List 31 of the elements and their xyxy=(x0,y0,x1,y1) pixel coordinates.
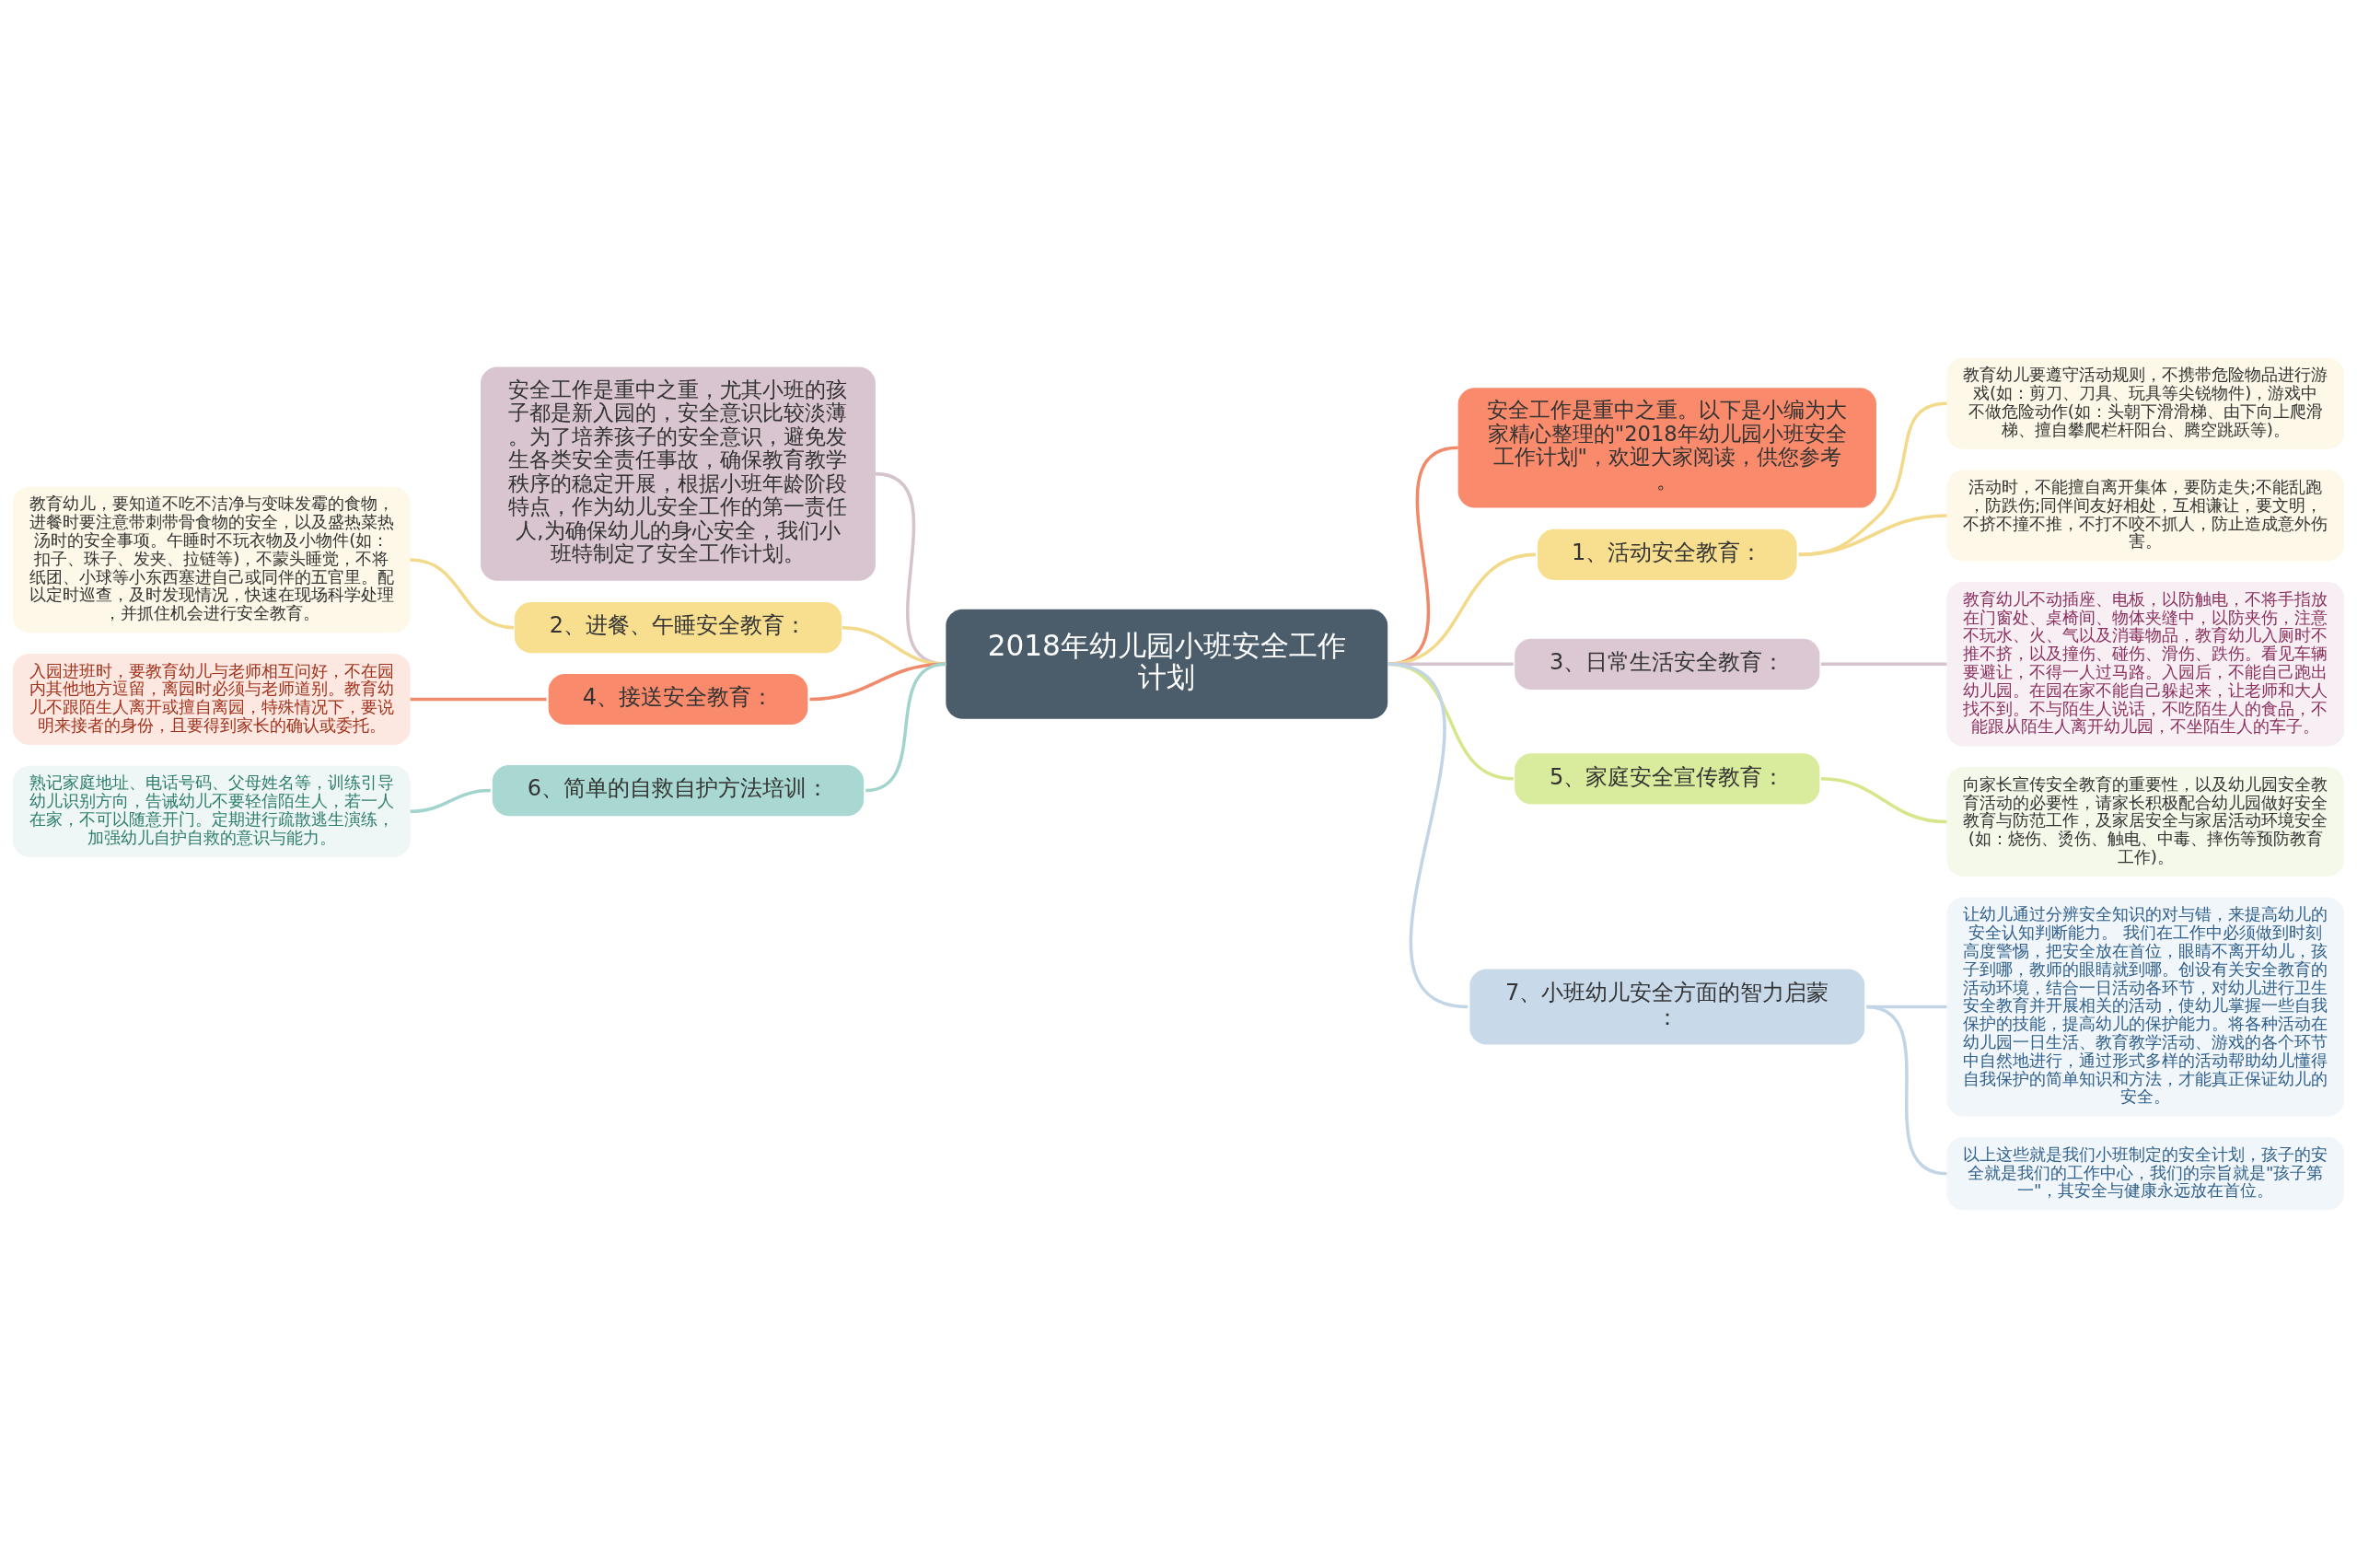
node-box: 教育幼儿不动插座、电板，以防触电，不将手指放在门窗处、桌椅间、物体夹缝中，以防夹伤，注意不玩水、火、气以及消毒物品，教育幼儿入厕时不推不挤，以及撞伤、碰伤、滑伤、跌伤。看见车辆要避让，不得一人过马路。入园后，不能自己跑出幼儿园。在园在家不能自己躲起来，让老师和大人找不到。不与陌生人说话，不吃陌生人的食品，不能跟从陌生人离开幼儿园，不坐陌生人的车子。 xyxy=(1946,582,2345,747)
node-box: 6、简单的自救自护方法培训： xyxy=(492,765,865,817)
connector xyxy=(1798,401,1947,557)
connector xyxy=(1387,662,1469,1009)
connector xyxy=(1820,777,1947,824)
node-box: 7、小班幼儿安全方面的智力启蒙： xyxy=(1469,969,1865,1045)
connector xyxy=(1820,662,1947,667)
node-box: 活动时，不能擅自离开集体，要防走失;不能乱跑，防跌伤;同伴间友好相处，互相谦让，要文明，不挤不撞不推，不打不咬不抓人，防止造成意外伤害。 xyxy=(1946,470,2345,562)
connector xyxy=(865,662,946,793)
node-box: 5、家庭安全宣传教育： xyxy=(1515,753,1820,805)
node-box: 安全工作是重中之重。以下是小编为大家精心整理的"2018年幼儿园小班安全工作计划"，欢迎大家阅读，供您参考。 xyxy=(1457,388,1876,508)
node-box: 熟记家庭地址、电话号码、父母姓名等，训练引导幼儿识别方向，告诫幼儿不要轻信陌生人，若一人在家，不可以随意开门。定期进行疏散逃生演练，加强幼儿自护自救的意识与能力。 xyxy=(12,765,411,857)
node-box: 2、进餐、午睡安全教育： xyxy=(514,602,842,654)
node-box: 向家长宣传安全教育的重要性，以及幼儿园安全教育活动的必要性，请家长积极配合幼儿园做好安全教育与防范工作，及家居安全与家居活动环境安全(如：烧伤、烫伤、触电、中毒、摔伤等预防教育工作)。 xyxy=(1946,767,2345,877)
connector xyxy=(410,697,547,702)
connector xyxy=(842,625,946,667)
node-box: 教育幼儿，要知道不吃不洁净与变味发霉的食物，进餐时要注意带刺带骨食物的安全，以及盛热菜热汤时的安全事项。午睡时不玩衣物及小物件(如：扣子、珠子、发夹、拉链等)，不蒙头睡觉，不将纸团、小球等小东西塞进自己或同伴的五官里。配以定时巡查，及时发现情况，快速在现场科学处理，并抓住机会进行安全教育。 xyxy=(12,486,411,633)
connector xyxy=(410,558,515,630)
connector xyxy=(410,788,491,813)
node-box: 4、接送安全教育： xyxy=(548,673,808,726)
connector xyxy=(1798,514,1947,557)
connector xyxy=(1866,1005,1947,1176)
node-box: 以上这些就是我们小班制定的安全计划，孩子的安全就是我们的工作中心，我们的宗旨就是"孩子第一"，其安全与健康永远放在首位。 xyxy=(1946,1137,2345,1211)
node-box: 教育幼儿要遵守活动规则，不携带危险物品进行游戏(如：剪刀、刀具、玩具等尖锐物件)，游戏中不做危险动作(如：头朝下滑滑梯、由下向上爬滑梯、擅自攀爬栏杆阳台、腾空跳跃等)。 xyxy=(1946,357,2345,449)
node-box: 安全工作是重中之重，尤其小班的孩子都是新入园的，安全意识比较淡薄。为了培养孩子的安全意识，避免发生各类安全责任事故，确保教育教学秩序的稳定开展，根据小班年龄阶段特点，作为幼儿安全工作的第一责任人,为确保幼儿的身心安全，我们小班特制定了安全工作计划。 xyxy=(481,366,876,581)
node-box: 2018年幼儿园小班安全工作计划 xyxy=(946,609,1388,719)
node-box: 3、日常生活安全教育： xyxy=(1515,638,1820,690)
node-box: 入园进班时，要教育幼儿与老师相互问好，不在园内其他地方逗留，离园时必须与老师道别。教育幼儿不跟陌生人离开或擅自离园，特殊情况下，要说明来接者的身份，且要得到家长的确认或委托。 xyxy=(12,653,411,746)
node-box: 1、活动安全教育： xyxy=(1537,528,1797,580)
node-box: 让幼儿通过分辨安全知识的对与错，来提高幼儿的安全认知判断能力。 我们在工作中必须做到时刻高度警惕，把安全放在首位，眼睛不离开幼儿，孩子到哪，教师的眼睛就到哪。创设有关安全教育的活动环境，结合一日活动各环节，对幼儿进行卫生安全教育并开展相关的活动，使幼儿掌握一些自我保护的技能，提高幼儿的保护能力。将各种活动在幼儿园一日生活、教育教学活动、游戏的各个环节中自然地进行，通过形式多样的活动帮助幼儿懂得自我保护的简单知识和方法，才能真正保证幼儿的安全。 xyxy=(1946,897,2345,1117)
connector xyxy=(1387,552,1537,667)
